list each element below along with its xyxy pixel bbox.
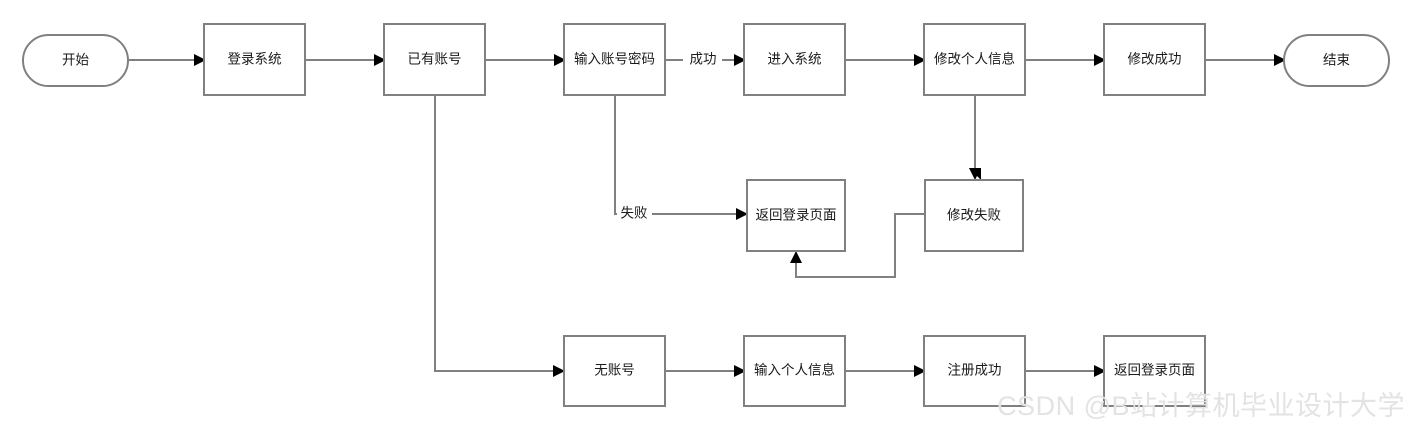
edge-register-success-to-back-to-login-2 [1025,365,1106,377]
node-edit-profile[interactable]: 修改个人信息 [923,23,1026,96]
edge-edit-success-to-end [1205,54,1286,66]
node-back-to-login-2[interactable]: 返回登录页面 [1103,335,1206,407]
edge-edit-profile-to-edit-success [1025,54,1106,66]
node-end-shape[interactable] [1283,34,1390,87]
nodes-layer: 开始 登录系统 已有账号 输入账号密码 进入系统 [22,23,1390,407]
node-register-success[interactable]: 注册成功 [923,335,1026,407]
edge-labels-layer: 成功 失败 [621,52,717,221]
node-edit-profile-label: 修改个人信息 [934,51,1015,67]
node-end-label: 结束 [1323,53,1351,68]
node-enter-system[interactable]: 进入系统 [743,23,846,96]
edge-edit-profile-to-edit-failed [969,95,981,180]
edge-no-account-to-enter-profile-info [665,365,746,377]
node-edit-success-label: 修改成功 [1128,52,1182,67]
watermark-label: CSDN @B站计算机毕业设计大学 [997,391,1405,421]
node-has-account[interactable]: 已有账号 [383,23,486,96]
node-edit-failed[interactable]: 修改失败 [924,179,1024,252]
node-back-to-login-label: 返回登录页面 [756,208,837,223]
node-enter-profile-info-label: 输入个人信息 [754,362,835,378]
node-back-to-login-2-shape[interactable] [1103,335,1206,407]
node-back-to-login[interactable]: 返回登录页面 [746,179,846,252]
node-has-account-label: 已有账号 [408,52,462,67]
node-enter-profile-info-shape[interactable] [743,335,846,407]
node-back-to-login-shape[interactable] [746,179,846,252]
edge-label-success: 成功 [690,52,717,67]
node-no-account-label: 无账号 [594,363,635,378]
edge-edit-failed-to-back-to-login [790,213,925,278]
node-back-to-login-2-label: 返回登录页面 [1114,363,1195,378]
node-start[interactable]: 开始 [22,34,129,87]
node-start-label: 开始 [62,53,89,68]
edge-enter-credentials-to-back-to-login [614,95,748,220]
node-edit-failed-shape[interactable] [924,179,1024,252]
edge-enter-credentials-to-enter-system [665,54,746,66]
edge-enter-profile-info-to-register-success [845,365,926,377]
edge-enter-system-to-edit-profile [845,54,926,66]
node-edit-failed-label: 修改失败 [947,208,1001,223]
node-register-success-label: 注册成功 [948,363,1002,378]
node-end[interactable]: 结束 [1283,34,1390,87]
node-login-system-label: 登录系统 [228,52,282,67]
node-enter-profile-info[interactable]: 输入个人信息 [743,335,846,407]
node-enter-credentials-label: 输入账号密码 [574,51,655,67]
node-login-system[interactable]: 登录系统 [203,23,306,96]
node-edit-profile-shape[interactable] [923,23,1026,96]
node-start-shape[interactable] [22,34,129,87]
node-has-account-shape[interactable] [383,23,486,96]
edge-start-to-login-system [128,54,206,66]
node-no-account[interactable]: 无账号 [563,335,666,407]
node-enter-credentials-shape[interactable] [563,23,666,96]
node-edit-success-shape[interactable] [1103,23,1206,96]
edge-has-account-to-enter-credentials [485,54,566,66]
node-enter-system-shape[interactable] [743,23,846,96]
edge-has-account-to-no-account [434,95,565,377]
node-enter-credentials[interactable]: 输入账号密码 [563,23,666,96]
edge-label-failure: 失败 [621,206,649,221]
edges-layer [128,54,1286,377]
edge-login-system-to-has-account [305,54,386,66]
node-login-system-shape[interactable] [203,23,306,96]
node-register-success-shape[interactable] [923,335,1026,407]
node-edit-success[interactable]: 修改成功 [1103,23,1206,96]
node-no-account-shape[interactable] [563,335,666,407]
node-enter-system-label: 进入系统 [768,52,822,67]
